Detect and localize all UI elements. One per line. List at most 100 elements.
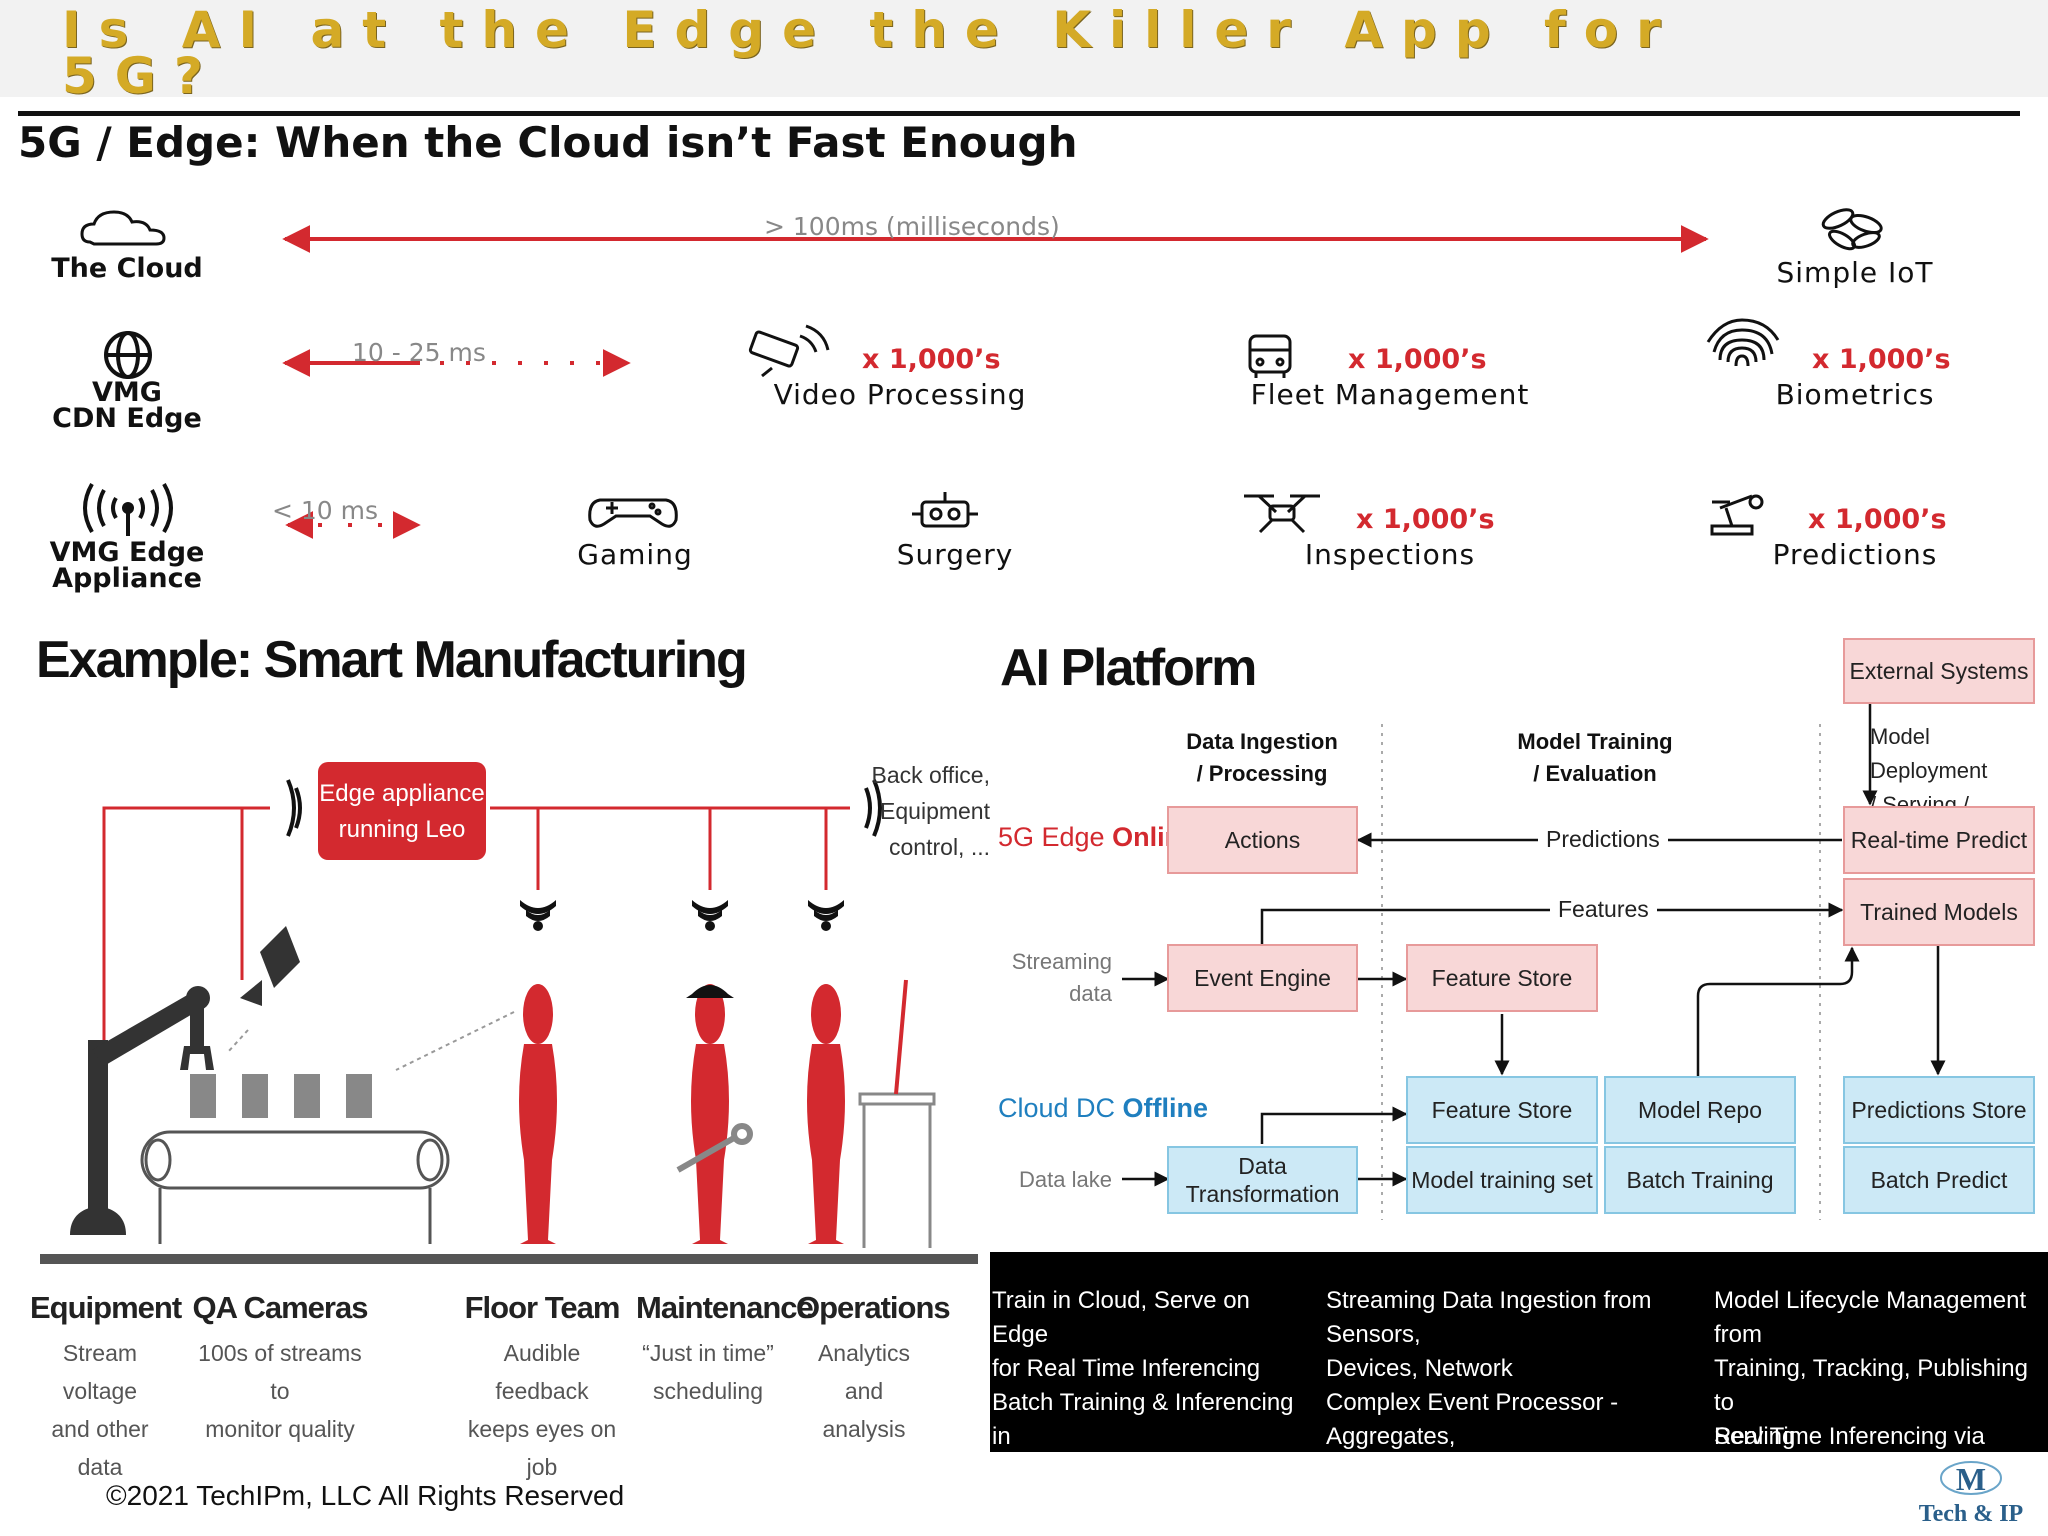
streaming-l1: Streaming xyxy=(1011,949,1112,974)
batch-training-box: Batch Training xyxy=(1604,1146,1796,1214)
latency-diagram xyxy=(80,208,1883,539)
col-training-header: Model Training / Evaluation xyxy=(1470,726,1720,790)
trained-models-box: Trained Models xyxy=(1843,878,2035,946)
manufacturing-title: Example: Smart Manufacturing xyxy=(36,631,748,689)
logo-mark: M xyxy=(1940,1461,2002,1497)
persona-desc-line1: 100s of streams to xyxy=(198,1340,362,1404)
persona-desc-line1: “Just in time” xyxy=(642,1340,774,1366)
note-lifecycle: Model Lifecycle Management from Training… xyxy=(1714,1284,2044,1454)
persona-floor-team: Floor Team Audible feedback keeps eyes o… xyxy=(462,1290,622,1486)
batch-predict-box: Batch Predict xyxy=(1843,1146,2035,1214)
col-training-l2: / Evaluation xyxy=(1533,761,1657,786)
online-row-prefix: 5G Edge xyxy=(998,822,1113,852)
note-4-line1: Batch Training & Inferencing in xyxy=(992,1389,1294,1450)
offline-row-label: Cloud DC Offline xyxy=(998,1093,1208,1124)
persona-desc-line2: keeps eyes on job xyxy=(467,1416,617,1480)
predictions-count: x 1,000’s xyxy=(1808,504,1947,535)
actions-box: Actions xyxy=(1167,806,1358,874)
title-band xyxy=(0,0,2048,97)
conveyor-belt xyxy=(140,1130,450,1244)
model-training-set-box: Model training set xyxy=(1406,1146,1598,1214)
data-transformation-box: Data Transformation xyxy=(1167,1146,1358,1214)
gamepad-icon xyxy=(588,498,678,528)
appliance-label-1: VMG Edge xyxy=(49,537,205,568)
col-training-l1: Model Training xyxy=(1517,729,1673,754)
copyright: ©2021 TechIPm, LLC All Rights Reserved xyxy=(106,1480,625,1511)
operations-figure xyxy=(807,984,845,1244)
note-1-line1: Train in Cloud, Serve on Edge xyxy=(992,1287,1250,1348)
slide-subtitle: 5G / Edge: When the Cloud isn’t Fast Eno… xyxy=(18,118,1078,167)
title-rule xyxy=(18,111,2020,116)
back-office-line1: Back office, xyxy=(871,762,990,788)
slide-title-line2: 5G? xyxy=(62,47,221,105)
feature-store-online-box: Feature Store xyxy=(1406,944,1598,1012)
col-ingestion-header: Data Ingestion / Processing xyxy=(1142,726,1382,790)
cdn-edge-label-1: VMG xyxy=(92,377,162,408)
gaming-label: Gaming xyxy=(577,538,693,571)
persona-operations: Operations Analytics and analysis xyxy=(796,1290,951,1448)
iot-drone-icon xyxy=(1821,208,1883,251)
note-realtime: Real Time Inferencing via Endpoints xyxy=(1714,1420,2044,1488)
hard-hat-icon xyxy=(686,985,734,998)
persona-equipment: Equipment Stream voltage and other data xyxy=(30,1290,182,1486)
note-event-processor: Complex Event Processor - Aggregates, Fi… xyxy=(1326,1386,1706,1488)
logo-letter: M xyxy=(1956,1461,1986,1496)
qa-camera xyxy=(240,926,300,1006)
ai-platform-title: AI Platform xyxy=(1000,639,1257,697)
operations-desk xyxy=(858,979,936,1248)
drone-icon xyxy=(1244,494,1320,534)
note-3-line2: Training, Tracking, Publishing to xyxy=(1714,1355,2028,1416)
edge-appliance-box xyxy=(318,762,486,860)
persona-desc-line1: Analytics and xyxy=(817,1340,911,1404)
note-2-line2: Devices, Network xyxy=(1326,1355,1513,1382)
back-office-line2: Equipment xyxy=(880,798,990,824)
appliance-latency-label: < 10 ms xyxy=(272,496,379,525)
biometrics-count: x 1,000’s xyxy=(1812,344,1951,375)
video-processing-count: x 1,000’s xyxy=(862,344,1001,375)
persona-title: Operations xyxy=(796,1290,951,1325)
note-2-line1: Streaming Data Ingestion from Sensors, xyxy=(1326,1287,1652,1348)
robot-icon xyxy=(912,492,978,528)
maintenance-figure xyxy=(691,984,729,1244)
feature-store-offline-box: Feature Store xyxy=(1406,1076,1598,1144)
event-engine-box: Event Engine xyxy=(1167,944,1358,1012)
slide-title-line1: Is AI at the Edge the Killer App for xyxy=(62,1,1679,59)
streaming-data-label: Streaming data xyxy=(1000,946,1112,1010)
edge-appliance-line1: Edge appliance xyxy=(319,780,485,807)
edge-appliance-line2: running Leo xyxy=(338,816,466,843)
note-3-line3: Serving xyxy=(1714,1423,1796,1450)
globe-icon xyxy=(104,331,152,379)
cloud-label: The Cloud xyxy=(51,253,203,284)
cdn-latency-label: 10 - 25 ms xyxy=(352,338,486,367)
predictions-store-box: Predictions Store xyxy=(1843,1076,2035,1144)
biometrics-label: Biometrics xyxy=(1775,378,1935,411)
note-train-cloud: Train in Cloud, Serve on Edge for Real T… xyxy=(992,1284,1312,1386)
offline-row-bold: Offline xyxy=(1122,1093,1209,1123)
floor-team-figure xyxy=(519,984,557,1244)
realtime-predict-box: Real-time Predict xyxy=(1843,806,2035,874)
persona-title: QA Cameras xyxy=(192,1290,369,1325)
manufacturing-illustration xyxy=(40,762,978,1264)
video-processing-label: Video Processing xyxy=(773,378,1027,411)
persona-desc-line2: monitor quality xyxy=(205,1416,355,1442)
wireless-signal-icon xyxy=(286,779,882,837)
col-deployment-l1: Model Deployment xyxy=(1870,724,1988,783)
antenna-icon xyxy=(83,482,173,536)
persona-desc-line2: analysis xyxy=(822,1416,906,1442)
note-4-line2: Cloud using Data from Edge xyxy=(992,1457,1294,1484)
data-lake-label: Data lake xyxy=(1019,1167,1112,1192)
note-batch: Batch Training & Inferencing in Cloud us… xyxy=(992,1386,1312,1488)
persona-desc-line1: Audible feedback xyxy=(495,1340,589,1404)
inspections-label: Inspections xyxy=(1304,538,1476,571)
fingerprint-icon xyxy=(1706,318,1780,367)
persona-title: Equipment xyxy=(30,1290,182,1325)
persona-desc-line2: and other data xyxy=(51,1416,149,1480)
inspections-count: x 1,000’s xyxy=(1356,504,1495,535)
back-office-line3: control, ... xyxy=(889,834,990,860)
external-systems-box: External Systems xyxy=(1843,638,2035,704)
wrench-icon xyxy=(676,1123,753,1173)
simple-iot-label: Simple IoT xyxy=(1776,256,1934,289)
predictions-edge-label: Predictions xyxy=(1538,826,1668,853)
video-camera-icon xyxy=(748,324,830,378)
persona-maintenance: Maintenance “Just in time” scheduling xyxy=(636,1290,814,1410)
